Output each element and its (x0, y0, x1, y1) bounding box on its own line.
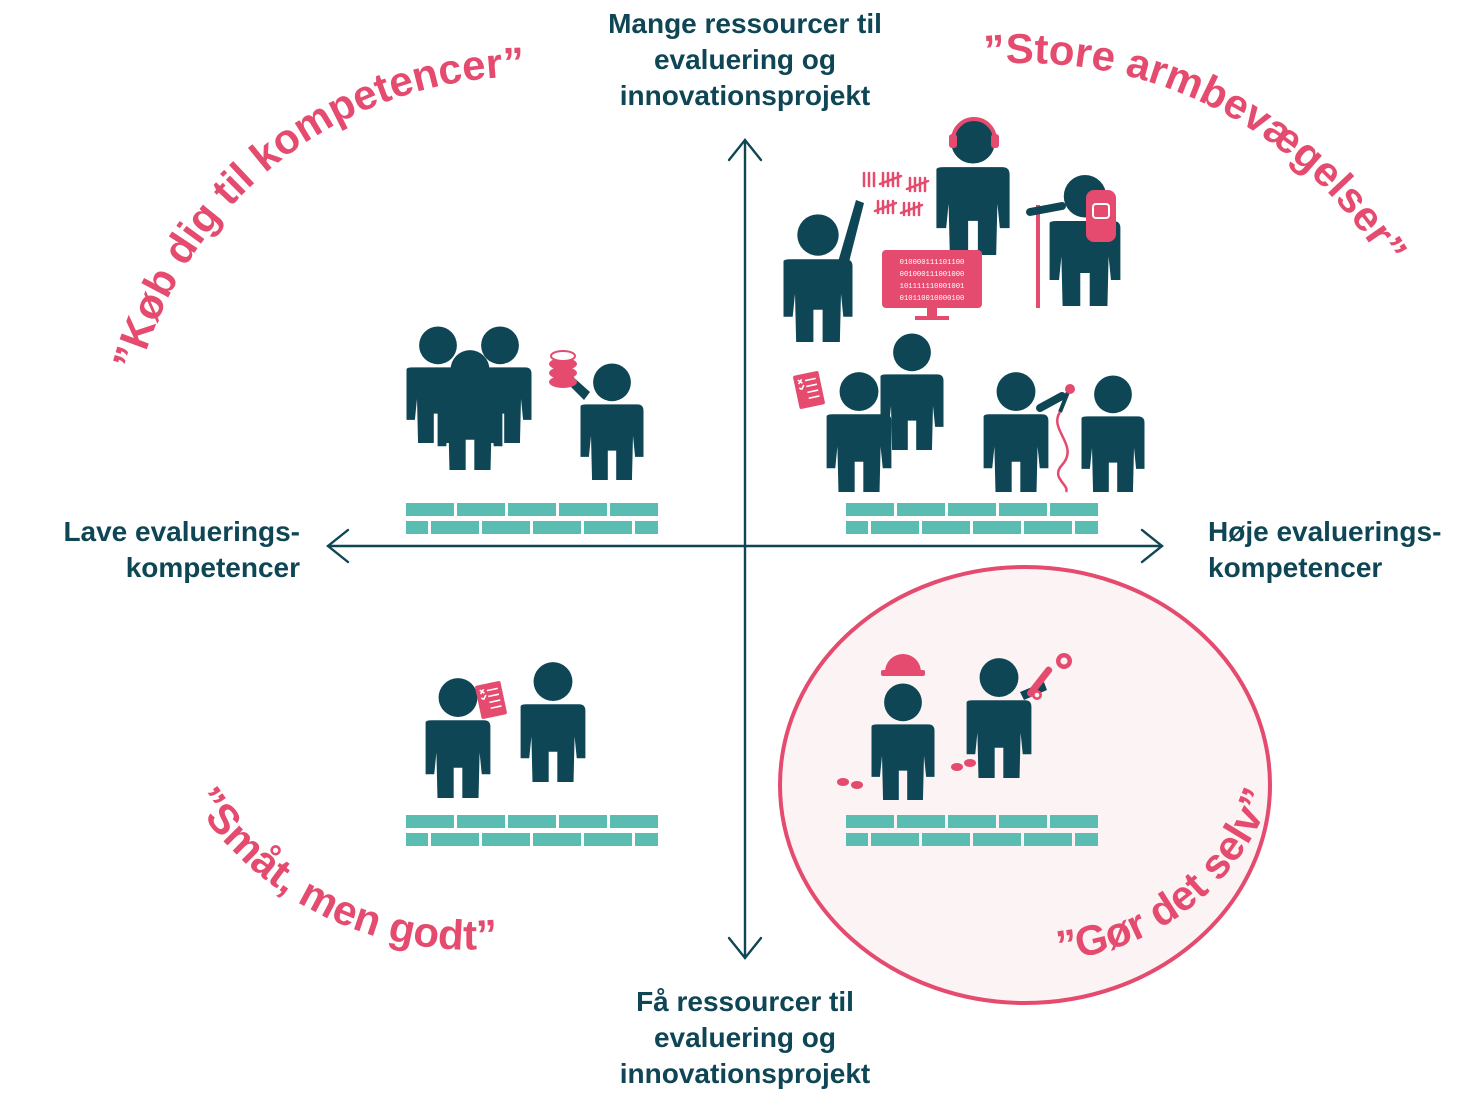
axis-label-line: Høje evaluerings- (1208, 516, 1442, 547)
axis-label-line: Lave evaluerings- (63, 516, 300, 547)
group-top-left (406, 326, 644, 480)
microphone-icon (1056, 384, 1075, 493)
tally-marks-icon (862, 171, 930, 217)
group-top-right (783, 119, 1145, 492)
headphones-icon (951, 117, 997, 141)
backpack-icon (1086, 190, 1116, 242)
person-icon (520, 662, 586, 782)
person-icon (983, 372, 1049, 492)
axis-label-line: kompetencer (1208, 552, 1383, 583)
axis-label-line: kompetencer (125, 552, 300, 583)
raised-arm (838, 200, 864, 266)
axis-label-line: Få ressourcer til (636, 986, 854, 1017)
axes (326, 138, 1164, 960)
screen-code-line: 010110010000100 (900, 295, 965, 303)
screen-code-line: 001000111001000 (900, 271, 965, 279)
group-bottom-left (425, 662, 586, 798)
arrow-left-icon (326, 528, 350, 564)
axis-label-right: Høje evaluerings- kompetencer (1208, 514, 1478, 586)
brick-wall-top-right (846, 503, 1098, 534)
arrow-down-icon (727, 936, 763, 960)
axis-label-left: Lave evaluerings- kompetencer (0, 514, 300, 586)
axis-label-line: innovationsprojekt (619, 80, 871, 111)
wrench-icon (1026, 653, 1072, 700)
quote-bottom-left: ”Småt, men godt” (184, 778, 498, 958)
brick-wall-bottom-left (406, 815, 658, 846)
hard-hat-icon (881, 654, 925, 676)
clipboard-icon (791, 369, 827, 411)
screen-code-line: 101111110001001 (900, 283, 965, 291)
screen-code-line: 010000111101100 (900, 259, 965, 267)
person-icon (1081, 375, 1145, 492)
computer-screen-icon: 010000111101100 001000111001000 10111111… (882, 250, 982, 320)
coins-icon (549, 350, 577, 388)
quote-top-left: ”Køb dig til kompetencer” (103, 38, 524, 374)
glasses-icon (1102, 349, 1128, 361)
axis-label-line: evaluering og (653, 44, 837, 75)
axis-label-line: evaluering og (653, 1022, 837, 1053)
axis-label-top: Mange ressourcer til evaluering og innov… (540, 6, 950, 114)
arrow-right-icon (1140, 528, 1164, 564)
person-icon (783, 214, 853, 342)
person-icon (580, 363, 644, 480)
arrow-up-icon (727, 138, 763, 162)
axis-label-line: innovationsprojekt (619, 1058, 871, 1089)
brick-wall-top-left (406, 503, 658, 534)
quote-top-right: ”Store armbevægelser” (982, 25, 1416, 271)
axis-label-line: Mange ressourcer til (608, 8, 882, 39)
clipboard-icon (473, 679, 509, 721)
screws-icon (837, 759, 976, 789)
axis-label-bottom: Få ressourcer til evaluering og innovati… (540, 984, 950, 1092)
